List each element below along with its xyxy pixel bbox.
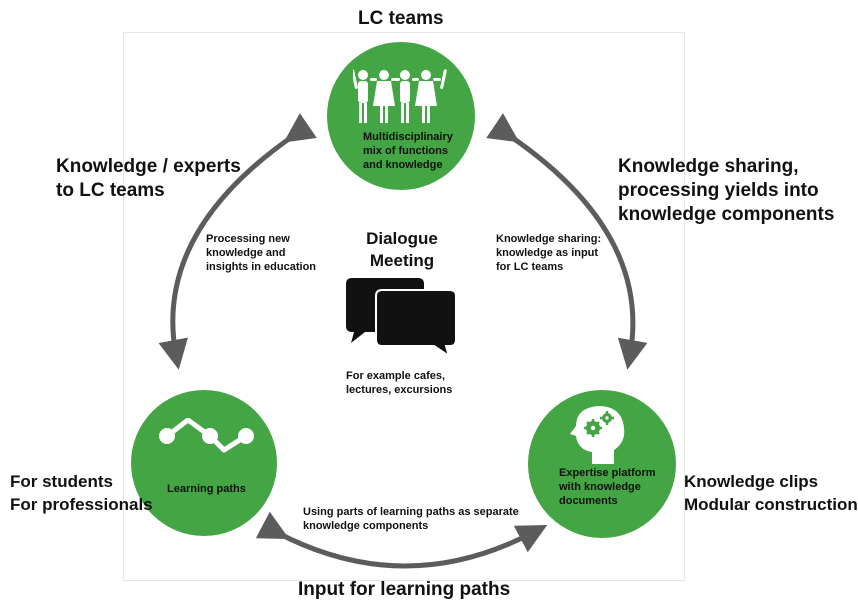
lc-teams-circle-text: Multidisciplinairy mix of functions and … — [363, 131, 453, 171]
learning-path-nodes-icon — [159, 418, 254, 453]
learning-paths-circle: Learning paths — [131, 390, 277, 536]
bottom-arrow-label: Input for learning paths — [298, 579, 511, 600]
diagram-frame — [123, 32, 685, 581]
left-arrow-label: Knowledge / experts to LC teams — [56, 156, 241, 201]
left-arrow — [158, 113, 317, 370]
left-inner-note: Processing new knowledge and insights in… — [206, 233, 317, 273]
bottom-arrow — [255, 511, 548, 569]
dialogue-meeting-title: Dialogue Meeting — [366, 229, 438, 270]
left-side-label: For students For professionals — [10, 472, 153, 514]
expertise-platform-text: Expertise platform with knowledge docume… — [559, 467, 656, 507]
speech-bubbles-icon — [346, 278, 457, 357]
lc-teams-circle: Multidisciplinairy mix of functions and … — [327, 42, 475, 190]
right-inner-note: Knowledge sharing: knowledge as input fo… — [496, 233, 602, 273]
dialogue-examples: For example cafes, lectures, excursions — [346, 370, 453, 396]
right-side-label: Knowledge clips Modular construction — [684, 472, 858, 514]
expertise-platform-circle: Expertise platform with knowledge docume… — [528, 390, 676, 538]
right-arrow — [486, 113, 648, 370]
head-gears-icon — [570, 406, 625, 464]
bottom-note: Using parts of learning paths as separat… — [303, 506, 519, 532]
right-arrow-label: Knowledge sharing, processing yields int… — [618, 156, 835, 225]
people-group-icon — [353, 69, 447, 123]
lc-teams-title: LC teams — [358, 8, 444, 29]
learning-paths-label: Learning paths — [167, 483, 246, 495]
